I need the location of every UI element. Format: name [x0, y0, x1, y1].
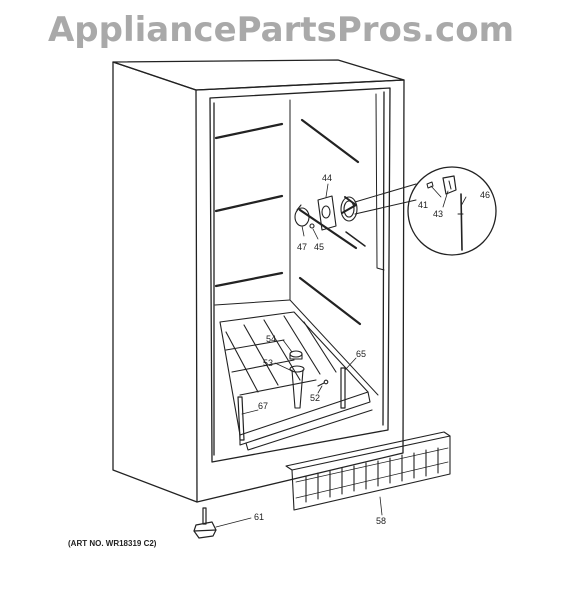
leveling-leg — [193, 507, 217, 539]
thermostat-area — [294, 183, 417, 231]
callout-47: 47 — [297, 242, 308, 252]
cabinet-shell — [112, 59, 405, 503]
toe-grille — [285, 431, 451, 511]
basket-rails — [237, 367, 346, 441]
callout-52: 52 — [310, 393, 321, 403]
callout-53: 53 — [263, 358, 274, 368]
callout-44: 44 — [322, 173, 333, 183]
callout-61: 61 — [254, 512, 265, 522]
bottom-basket — [219, 311, 373, 451]
leader-lines — [215, 183, 467, 528]
callout-54: 54 — [266, 334, 277, 344]
callout-41: 41 — [418, 200, 429, 210]
art-number: (ART NO. WR18319 C2) — [68, 539, 157, 548]
drain-parts — [289, 350, 329, 409]
callout-46: 46 — [480, 190, 491, 200]
callout-65: 65 — [356, 349, 367, 359]
detail-circle — [407, 166, 497, 256]
callout-58: 58 — [376, 516, 387, 526]
liner — [214, 93, 385, 396]
left-shelf-rails — [214, 122, 284, 288]
right-shelf-rails — [298, 118, 366, 326]
callout-45: 45 — [314, 242, 325, 252]
callout-43: 43 — [433, 209, 444, 219]
callout-67: 67 — [258, 401, 269, 411]
watermark-text: AppliancePartsPros.com — [47, 10, 514, 50]
